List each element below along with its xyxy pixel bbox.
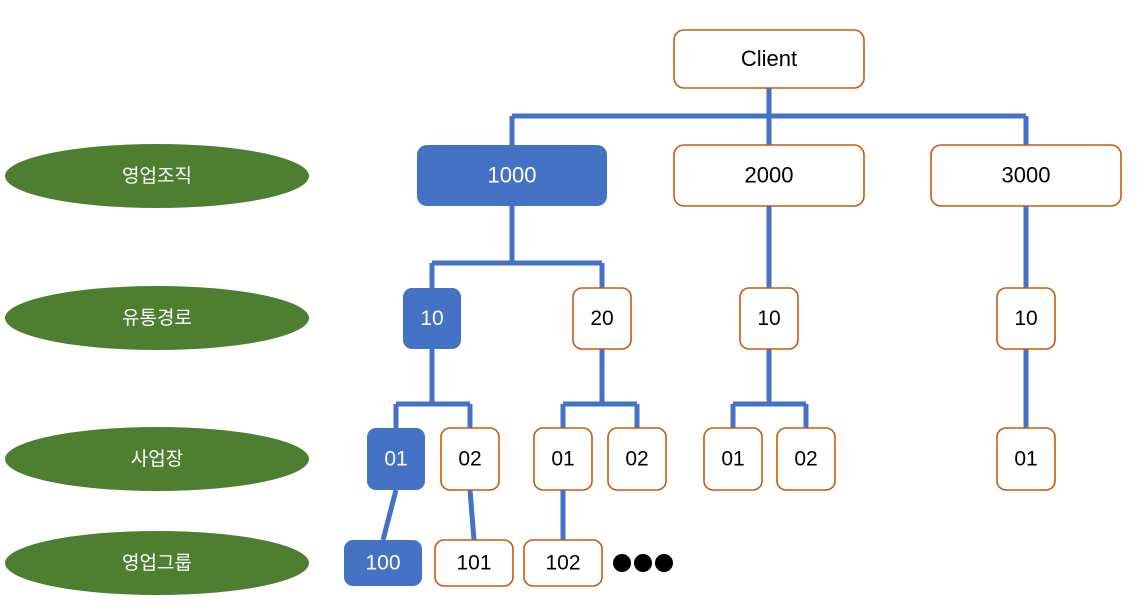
node-box[interactable]: [673, 29, 865, 89]
node-box[interactable]: [930, 144, 1122, 207]
node-org-3000[interactable]: 3000: [930, 144, 1122, 207]
lane-label-text: 영업그룹: [122, 552, 192, 574]
node-box[interactable]: [434, 539, 514, 587]
node-box[interactable]: [996, 287, 1056, 350]
node-box[interactable]: [776, 427, 836, 491]
node-dv-3000-01[interactable]: 01: [996, 427, 1056, 491]
node-box[interactable]: [440, 427, 500, 491]
node-label: 100: [365, 552, 400, 575]
node-gp-100[interactable]: 100: [344, 540, 422, 586]
node-ch-1000-10[interactable]: 10: [403, 288, 461, 349]
ellipsis-layer: [613, 554, 673, 572]
lane-ellipse: [5, 286, 309, 350]
node-box[interactable]: [572, 287, 632, 350]
node-box[interactable]: [344, 540, 422, 586]
ellipsis-dot: [655, 554, 673, 572]
node-label: 01: [551, 448, 574, 471]
lane-ellipse: [5, 427, 309, 491]
node-dv-20-02[interactable]: 02: [607, 427, 667, 491]
node-box[interactable]: [523, 539, 603, 587]
node-box[interactable]: [607, 427, 667, 491]
lane-label-lane-sales-group: 영업그룹: [5, 531, 309, 595]
node-label: 102: [545, 552, 580, 575]
node-org-2000[interactable]: 2000: [673, 144, 865, 207]
node-dv-2000-01[interactable]: 01: [703, 427, 763, 491]
node-box[interactable]: [367, 428, 425, 490]
node-label: 2000: [745, 162, 794, 187]
more-groups-ellipsis: [613, 554, 673, 572]
node-box[interactable]: [417, 145, 607, 206]
node-label: 01: [1014, 448, 1037, 471]
node-ch-2000-10[interactable]: 10: [739, 287, 799, 350]
node-dv-2000-02[interactable]: 02: [776, 427, 836, 491]
node-box[interactable]: [673, 144, 865, 207]
node-label: 02: [625, 448, 648, 471]
lane-label-text: 유통경로: [122, 307, 192, 329]
node-box[interactable]: [703, 427, 763, 491]
node-ch-1000-20[interactable]: 20: [572, 287, 632, 350]
node-label: 01: [721, 448, 744, 471]
node-label: 02: [794, 448, 817, 471]
lane-label-lane-dist-channel: 유통경로: [5, 286, 309, 350]
node-org-1000[interactable]: 1000: [417, 145, 607, 206]
node-gp-101[interactable]: 101: [434, 539, 514, 587]
node-client[interactable]: Client: [673, 29, 865, 89]
node-ch-3000-10[interactable]: 10: [996, 287, 1056, 350]
node-label: 10: [420, 307, 443, 330]
lane-label-lane-division: 사업장: [5, 427, 309, 491]
node-box[interactable]: [533, 427, 593, 491]
lane-label-text: 사업장: [131, 448, 183, 470]
node-label: 10: [757, 307, 780, 330]
node-dv-10-02[interactable]: 02: [440, 427, 500, 491]
connector-line: [380, 489, 399, 541]
node-gp-102[interactable]: 102: [523, 539, 603, 587]
lane-label-lane-sales-org: 영업조직: [5, 144, 309, 208]
node-label: 101: [456, 552, 491, 575]
node-label: 02: [458, 448, 481, 471]
node-label: 01: [384, 448, 407, 471]
node-box[interactable]: [739, 287, 799, 350]
connector-line: [467, 489, 477, 541]
node-box[interactable]: [996, 427, 1056, 491]
node-label: Client: [741, 46, 797, 71]
node-box[interactable]: [403, 288, 461, 349]
node-label: 1000: [488, 162, 537, 187]
ellipsis-dot: [613, 554, 631, 572]
node-label: 20: [590, 307, 613, 330]
node-label: 10: [1014, 307, 1037, 330]
lane-label-text: 영업조직: [122, 165, 192, 187]
connector-layer: [380, 88, 1029, 541]
node-dv-10-01[interactable]: 01: [367, 428, 425, 490]
lane-ellipse: [5, 531, 309, 595]
node-label: 3000: [1002, 162, 1051, 187]
node-dv-20-01[interactable]: 01: [533, 427, 593, 491]
lane-ellipse: [5, 144, 309, 208]
ellipsis-dot: [634, 554, 652, 572]
